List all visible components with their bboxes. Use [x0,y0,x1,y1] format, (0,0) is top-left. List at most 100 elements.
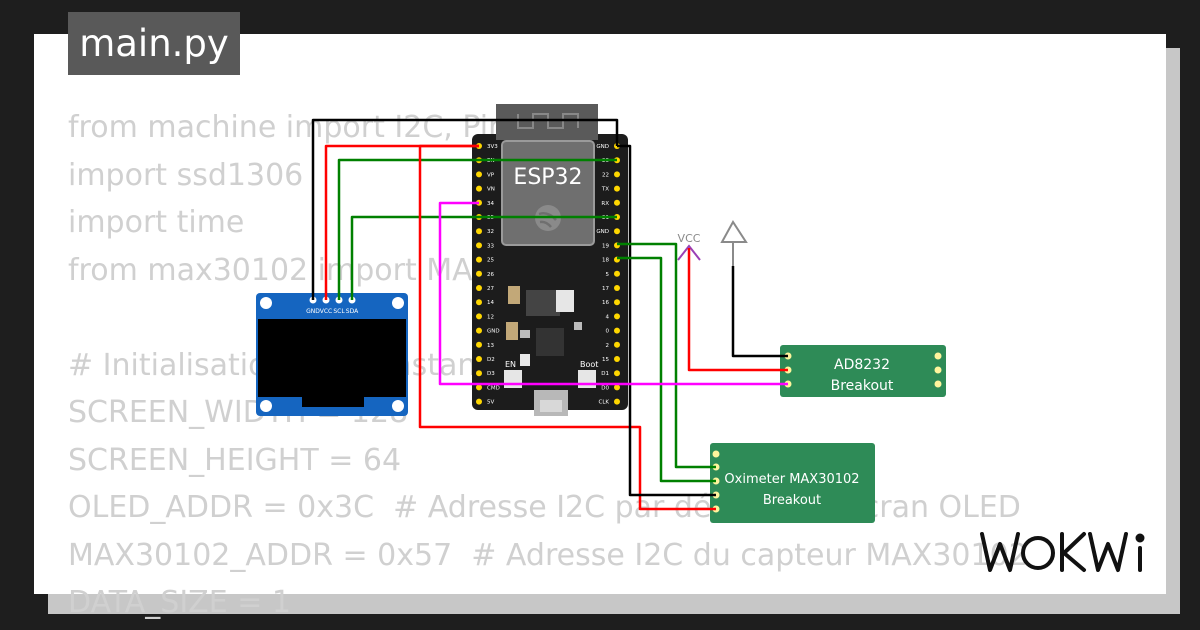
esp32-left-pin-label: 27 [487,286,494,292]
esp32-right-pin-label: 19 [602,243,609,249]
esp32-right-pin-label: 15 [602,357,609,363]
esp32-left-pin[interactable] [476,270,482,277]
esp32-left-pin[interactable] [476,398,482,405]
esp32-right-pin-label: 0 [606,329,610,335]
max30102-title: Oximeter MAX30102 [724,472,859,487]
wire-oled-vcc[interactable] [324,144,479,300]
esp32-right-pin[interactable] [614,270,620,277]
esp32-left-pin-label: 34 [487,201,494,207]
oled-pin-label: SDA [346,308,359,315]
esp32-left-pin[interactable] [476,356,482,362]
wire-vcc-red[interactable] [418,144,716,511]
esp32-right-pin[interactable] [614,356,620,362]
esp32-right-pin[interactable] [614,228,620,235]
esp32-right-pin[interactable] [614,327,620,334]
esp32-right-pin-label: 18 [602,258,609,264]
esp32-left-pin-label: GND [487,329,500,335]
esp32-right-pin-label: 2 [606,343,610,349]
esp32-right-pin[interactable] [614,299,620,306]
en-button[interactable] [504,370,522,388]
esp32-left-pin-label: 5V [487,400,494,406]
vcc-symbol[interactable]: VCC [677,232,701,261]
esp32-left-pin[interactable] [476,384,482,391]
esp32-right-pin[interactable] [614,341,620,348]
max30102-module[interactable]: Oximeter MAX30102 Breakout [710,443,875,523]
esp32-left-pin[interactable] [476,228,482,235]
esp32-left-pin[interactable] [476,299,482,306]
power-ref-arrow-icon[interactable] [720,220,748,266]
esp32-left-pin-label: VP [487,172,495,178]
esp32-right-pin-label: TX [601,187,609,193]
wire-gnd-max[interactable] [617,144,716,497]
esp32-left-pin[interactable] [476,171,482,178]
wire-ad8232-vcc[interactable] [687,248,788,372]
boot-button[interactable] [578,370,596,388]
esp32-right-pin[interactable] [614,285,620,291]
esp32-right-pin[interactable] [614,384,620,391]
esp32-left-pin-label: D2 [487,357,495,363]
esp32-right-pin-label: RX [601,201,609,207]
esp32-left-pin-label: CMD [487,385,500,391]
esp32-left-pin[interactable] [476,256,482,263]
esp32-left-pin-label: 12 [487,314,494,320]
esp32-left-pin[interactable] [476,341,482,348]
wire-ecg-output[interactable] [438,201,788,386]
esp32-right-pin[interactable] [614,398,620,405]
wokwi-logo [980,532,1145,572]
esp32-left-pin-label: 26 [487,272,494,278]
file-tab[interactable]: main.py [68,12,240,75]
en-button-label: EN [505,360,516,369]
ad8232-title: AD8232 [834,357,890,373]
esp32-right-pin[interactable] [614,185,620,192]
esp32-left-pin-label: 3V3 [487,144,498,150]
boot-button-label: Boot [580,360,598,369]
oled-pin-label: SCL [333,308,345,315]
max30102-subtitle: Breakout [763,493,821,508]
oled-pin-label: GND [306,308,320,315]
code-line: MAX30102_ADDR = 0x57 # Adresse I2C du ca… [68,537,1028,573]
esp32-label: ESP32 [513,165,582,190]
ad8232-module[interactable]: AD8232 Breakout [780,345,946,397]
esp32-left-pin-label: 13 [487,343,494,349]
esp32-left-pin[interactable] [476,242,482,249]
esp32-right-pin-label: 16 [602,300,609,306]
wire-oled-sda[interactable] [350,215,617,300]
vcc-label: VCC [678,232,701,245]
oled-screen [258,319,406,397]
code-line: DATA_SIZE = 1 [68,585,291,620]
esp32-right-pin-label: D0 [601,385,609,391]
esp32-left-pin[interactable] [476,313,482,320]
esp32-right-pin-label: 5 [606,272,610,278]
wire-sda-max[interactable] [617,256,716,483]
esp32-left-pin-label: 25 [487,258,494,264]
esp32-left-pin[interactable] [476,327,482,334]
esp32-right-pin-label: GND [596,229,609,235]
wire-oled-scl[interactable] [337,158,617,300]
esp32-left-pin-label: VN [487,187,495,193]
esp32-right-pin[interactable] [614,313,620,320]
esp32-right-pin[interactable] [614,171,620,178]
esp32-left-pin-label: D3 [487,371,495,377]
code-line: SCREEN_HEIGHT = 64 [68,442,402,478]
wire-ad8232-gnd[interactable] [731,266,788,358]
wire-oled-gnd[interactable] [311,118,619,300]
esp32-left-pin-label: 14 [487,300,494,306]
esp32-left-pin[interactable] [476,185,482,192]
wire-scl-max[interactable] [617,242,716,469]
esp32-right-pin[interactable] [614,370,620,377]
ad8232-subtitle: Breakout [831,378,894,394]
oled-pin-label: VCC [320,308,332,315]
code-line: from machine import I2C, Pin [68,110,508,145]
esp32-left-pin[interactable] [476,370,482,377]
esp32-right-pin-label: 17 [602,286,609,292]
code-line: import ssd1306 [68,157,304,193]
esp32-board[interactable]: ESP32 3V3ENVPVN343532332526271412GND13D2… [472,104,628,416]
esp32-right-pin[interactable] [614,199,620,206]
code-line: import time [68,205,245,240]
esp32-right-pin-label: 22 [602,172,609,178]
esp32-left-pin[interactable] [476,285,482,291]
esp32-left-pin-label: 33 [487,243,494,249]
